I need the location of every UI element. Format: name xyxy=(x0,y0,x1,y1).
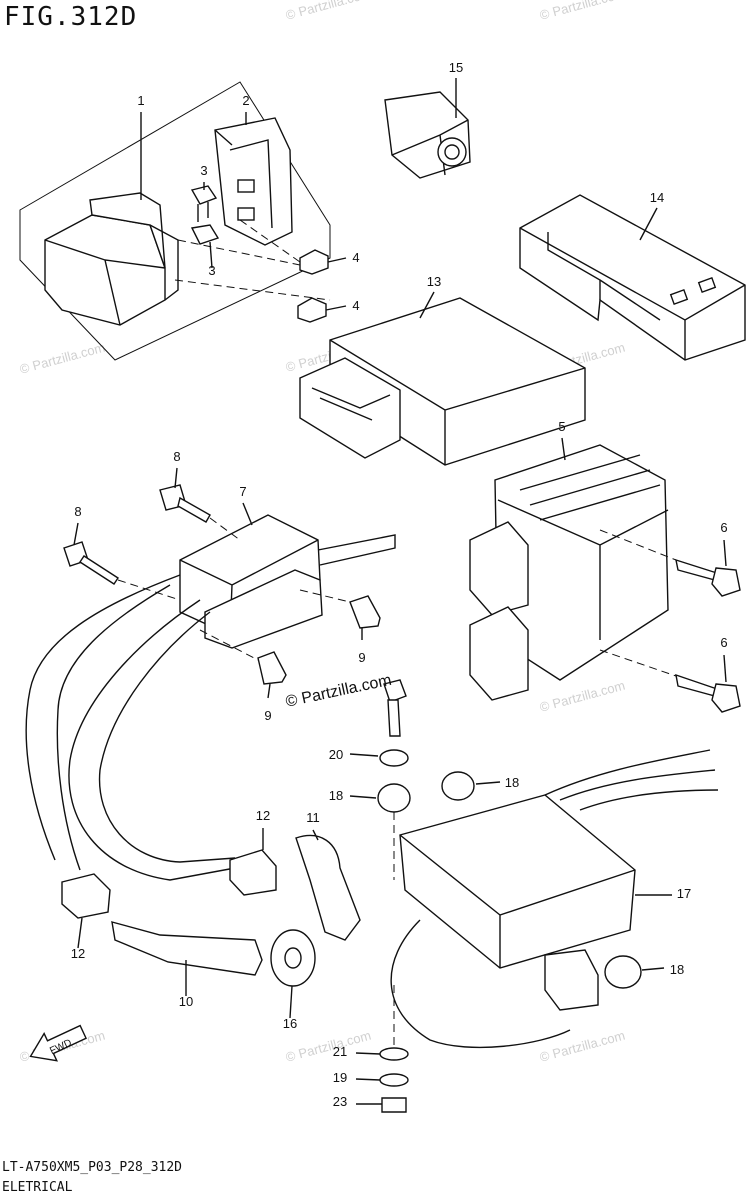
coupler-15 xyxy=(384,78,471,179)
callout-20: 20 xyxy=(329,747,343,762)
callout-14: 14 xyxy=(650,190,664,205)
callout-3: 3 xyxy=(208,263,215,278)
callout-9: 9 xyxy=(358,650,365,665)
callout-18: 18 xyxy=(505,775,519,790)
callout-16: 16 xyxy=(283,1016,297,1031)
callout-13: 13 xyxy=(427,274,441,289)
callout-23: 23 xyxy=(333,1094,347,1109)
regulator-5 xyxy=(469,437,669,701)
fwd-arrow-icon xyxy=(29,1024,87,1062)
callout-4: 4 xyxy=(352,250,359,265)
ecm-13 xyxy=(299,291,586,466)
callout-21: 21 xyxy=(333,1044,347,1059)
cover-14 xyxy=(519,194,746,361)
callout-12: 12 xyxy=(71,946,85,961)
callout-11: 11 xyxy=(306,810,320,825)
callout-15: 15 xyxy=(449,60,463,75)
figure-code: LT-A750XM5_P03_P28_312D xyxy=(2,1160,183,1175)
callout-6: 6 xyxy=(720,635,727,650)
callout-3: 3 xyxy=(200,163,207,178)
hoses xyxy=(25,574,361,1019)
fasteners-center xyxy=(349,679,501,880)
callout-12: 12 xyxy=(256,808,270,823)
callout-9: 9 xyxy=(264,708,271,723)
callout-8: 8 xyxy=(74,504,81,519)
spacer-9 xyxy=(199,589,381,699)
callout-19: 19 xyxy=(333,1070,347,1085)
callout-17: 17 xyxy=(677,886,691,901)
callout-8: 8 xyxy=(173,449,180,464)
callout-10: 10 xyxy=(179,994,193,1009)
bolt-6 xyxy=(599,529,741,713)
callout-7: 7 xyxy=(239,484,246,499)
callout-2: 2 xyxy=(242,93,249,108)
callout-6: 6 xyxy=(720,520,727,535)
callout-5: 5 xyxy=(558,419,565,434)
bolt-4 xyxy=(297,249,347,323)
callout-18: 18 xyxy=(329,788,343,803)
washers-bottom xyxy=(355,1047,409,1113)
relay-assembly xyxy=(19,81,331,361)
callout-4: 4 xyxy=(352,298,359,313)
callout-18: 18 xyxy=(670,962,684,977)
control-unit-17 xyxy=(390,749,719,1049)
figure-title: FIG.312D xyxy=(4,2,138,32)
ignition-coil-7 xyxy=(63,467,396,649)
callout-1: 1 xyxy=(137,93,144,108)
figure-name: ELETRICAL xyxy=(2,1180,73,1195)
